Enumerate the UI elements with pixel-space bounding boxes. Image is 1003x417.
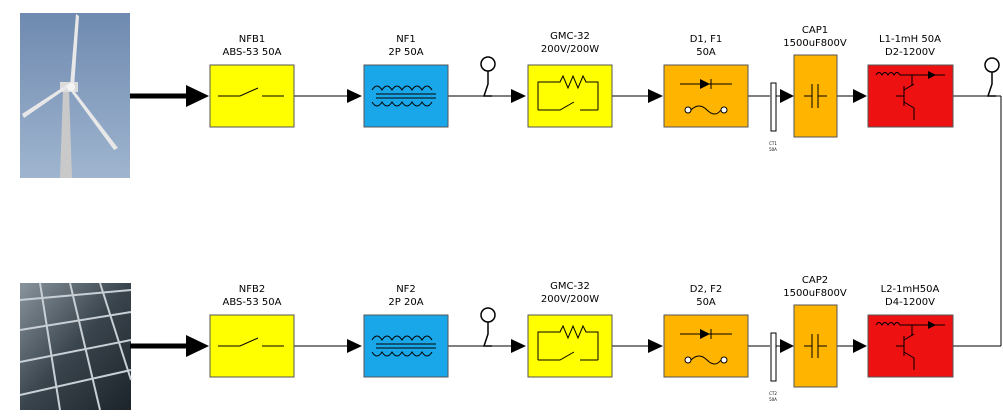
ld2-label-spec: D4-1200V — [885, 297, 935, 308]
cap1-capacitor — [793, 54, 838, 138]
cap1-label-spec: 1500uF800V — [783, 38, 847, 49]
gmc2-label-name: GMC-32 — [550, 281, 590, 292]
nfb2-label-spec: ABS-53 50A — [223, 297, 282, 308]
solar-panel-photo — [19, 282, 132, 411]
ld2-inductor-diode — [867, 314, 954, 378]
ct1-sensor — [770, 82, 777, 132]
ld1-inductor-diode — [867, 64, 954, 128]
input-arrow-2 — [130, 335, 209, 357]
gmc1-label-spec: 200V/200W — [541, 44, 599, 55]
df2-label-name: D2, F2 — [690, 284, 723, 295]
gmc1-contactor — [527, 64, 613, 128]
ld2-label-name: L2-1mH50A — [881, 284, 940, 295]
ct1-label-name: CT1 — [769, 141, 777, 146]
gmc1-label-name: GMC-32 — [550, 31, 590, 42]
nf2-label-name: NF2 — [396, 284, 416, 295]
cap2-label-spec: 1500uF800V — [783, 288, 847, 299]
gmc2-label-spec: 200V/200W — [541, 294, 599, 305]
ld1-label-name: L1-1mH 50A — [879, 34, 941, 45]
nfb1-breaker — [209, 64, 295, 128]
df2-label-spec: 50A — [696, 297, 716, 308]
cap2-label-name: CAP2 — [802, 275, 828, 286]
input-arrow-1 — [130, 85, 209, 107]
nfb1-label-spec: ABS-53 50A — [223, 47, 282, 58]
nf1-label-name: NF1 — [396, 34, 416, 45]
arrowheads-row2 — [347, 339, 867, 353]
gmc2-contactor — [527, 314, 613, 378]
ct2-label-spec: 50A — [769, 397, 777, 402]
cap2-capacitor — [793, 304, 838, 388]
ct1-label-spec: 50A — [769, 147, 777, 152]
df1-diode-fuse — [663, 64, 749, 128]
ld1-label-spec: D2-1200V — [885, 47, 935, 58]
nf1-filter — [363, 64, 449, 128]
probe-icon — [480, 56, 1000, 347]
nf1-label-spec: 2P 50A — [388, 47, 423, 58]
ct2-label-name: CT2 — [769, 391, 777, 396]
wires-row1 — [294, 95, 1002, 346]
cap1-label-name: CAP1 — [802, 25, 828, 36]
nf2-filter — [363, 314, 449, 378]
nfb2-breaker — [209, 314, 295, 378]
arrowheads-row1 — [347, 89, 867, 103]
wind-turbine-photo — [20, 13, 130, 178]
df1-label-name: D1, F1 — [690, 34, 723, 45]
df2-diode-fuse — [663, 314, 749, 378]
nfb2-label-name: NFB2 — [239, 284, 265, 295]
nf2-label-spec: 2P 20A — [388, 297, 423, 308]
ct2-sensor — [770, 332, 777, 382]
df1-label-spec: 50A — [696, 47, 716, 58]
nfb1-label-name: NFB1 — [239, 34, 265, 45]
